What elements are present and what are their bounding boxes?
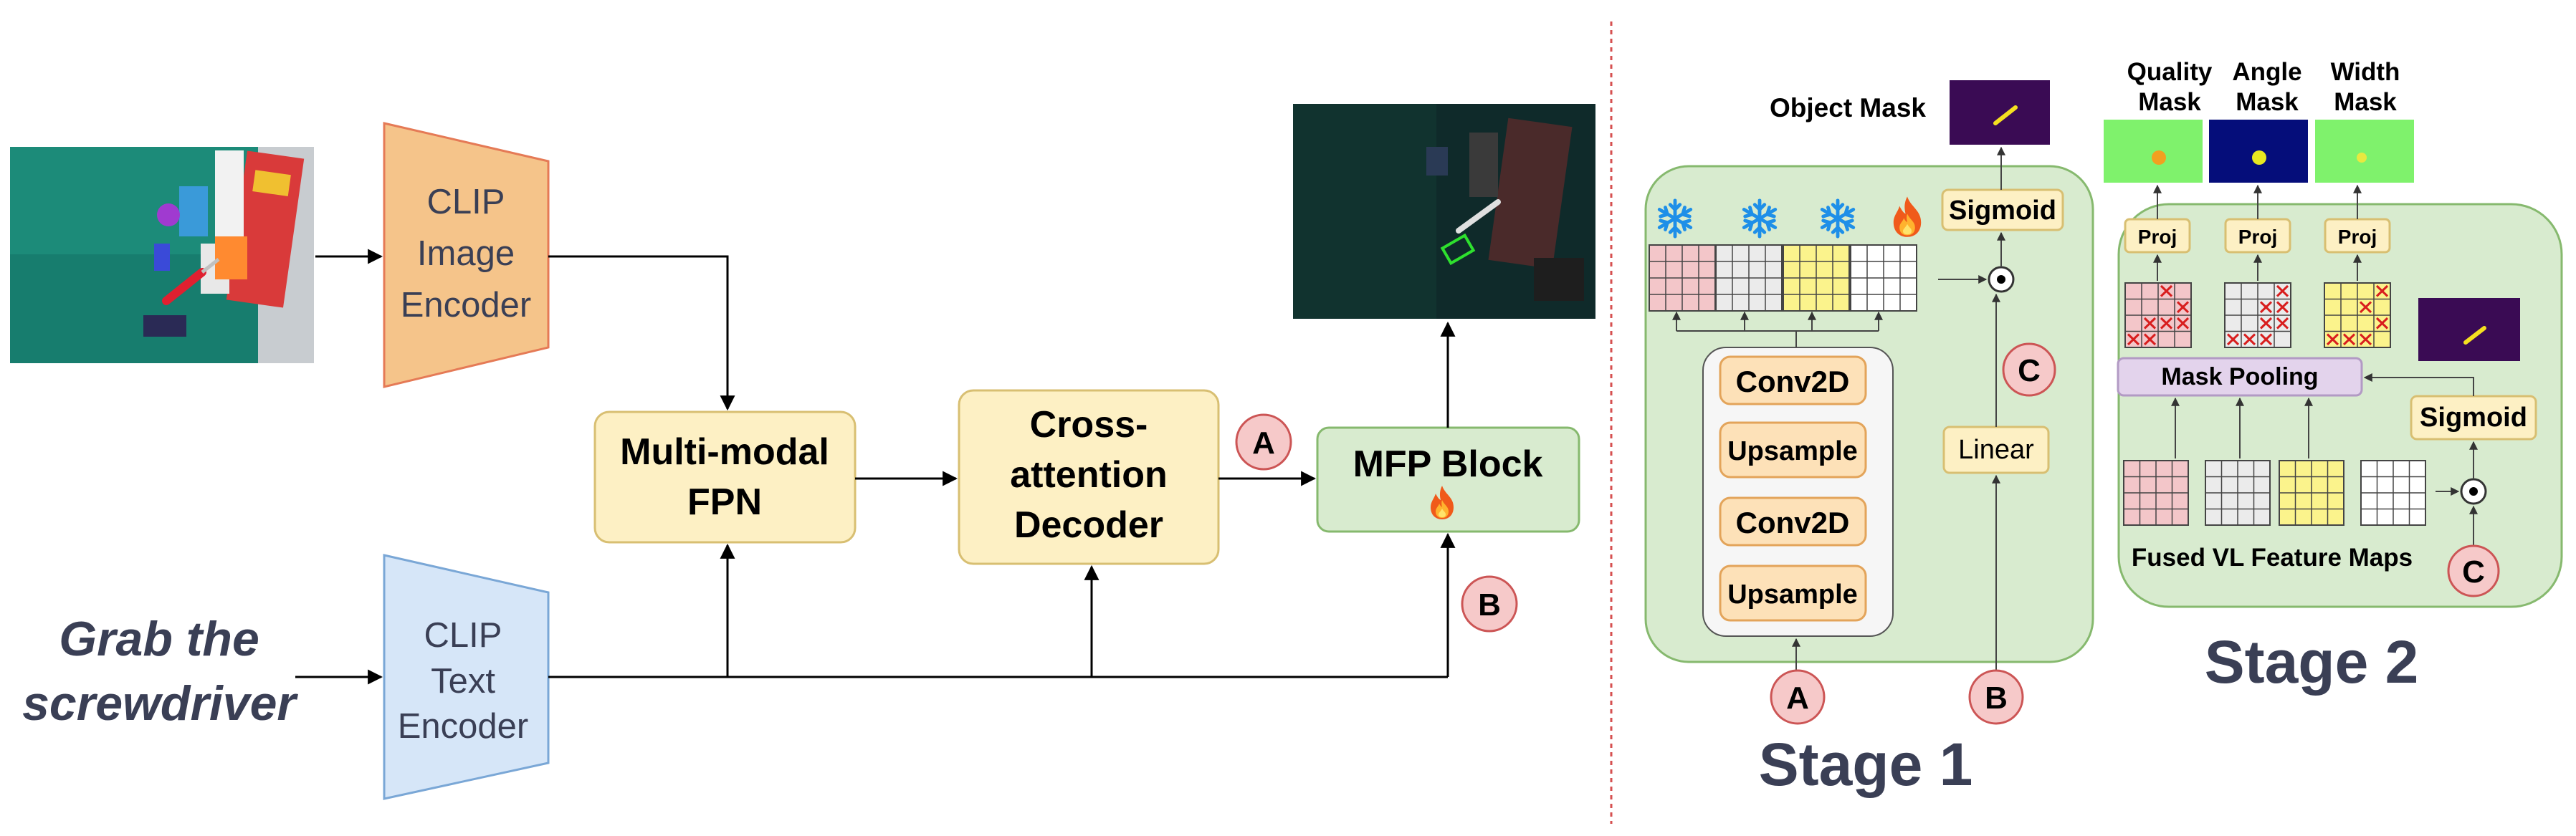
upsample-box-2 xyxy=(1719,564,1867,622)
svg-text:Proj: Proj xyxy=(2338,226,2377,248)
fused-grid-white xyxy=(2360,460,2426,526)
upsample-label-1: Upsample xyxy=(1727,436,1858,466)
left-connections xyxy=(295,249,1456,685)
svg-text:A: A xyxy=(1786,681,1809,716)
mfp-block: MFP Block xyxy=(1316,426,1580,533)
stage1-connections xyxy=(1672,146,2005,671)
svg-text:Linear: Linear xyxy=(1958,435,2034,465)
mask-pooling-box: Mask Pooling xyxy=(2117,357,2363,397)
hadamard-product-icon xyxy=(2460,478,2487,505)
pooled-grid-gray xyxy=(2224,282,2291,348)
stage1-feature-grids xyxy=(1649,244,1917,312)
feature-grid-pink xyxy=(1649,244,1716,312)
stage1-marker-c: C xyxy=(2002,342,2056,397)
cross-attention-decoder: Cross- attention Decoder xyxy=(958,389,1220,565)
stage1-title: Stage 1 xyxy=(1759,731,1973,798)
left-panel: CLIP Image Encoder CLIP Text Encoder Gra… xyxy=(10,104,1595,800)
proj-box-angle: Proj xyxy=(2224,218,2291,254)
stage1-panel: Object Mask Sigmoid Linear xyxy=(1644,80,2094,798)
fused-grid-pink xyxy=(2123,460,2189,526)
decoder-line3: Decoder xyxy=(1014,504,1163,546)
pooled-grid-pink xyxy=(2124,282,2192,348)
pooled-grid-yellow xyxy=(2324,282,2391,348)
stage1-marker-b: B xyxy=(1968,669,2024,725)
clip-text-encoder-line2: Text xyxy=(431,662,495,701)
angle-mask-line1: Angle xyxy=(2232,58,2301,86)
stage2-panel: Quality Mask Angle Mask Width Mask Proj … xyxy=(2104,58,2563,696)
clip-text-encoder: CLIP Text Encoder xyxy=(383,554,550,800)
clip-text-encoder-line1: CLIP xyxy=(424,616,502,655)
angle-mask-line2: Mask xyxy=(2236,88,2299,116)
quality-mask-line2: Mask xyxy=(2138,88,2201,116)
feature-grid-white xyxy=(1850,244,1917,312)
svg-text:Proj: Proj xyxy=(2238,226,2277,248)
quality-mask-line1: Quality xyxy=(2127,58,2213,86)
feature-grid-gray xyxy=(1715,244,1783,312)
decoder-line2: attention xyxy=(1010,454,1168,496)
svg-text:Mask Pooling: Mask Pooling xyxy=(2161,363,2318,390)
conv2d-label-2: Conv2D xyxy=(1736,506,1850,539)
svg-text:C: C xyxy=(2018,353,2041,388)
fpn-line1: Multi-modal xyxy=(620,431,829,473)
stage2-title: Stage 2 xyxy=(2205,628,2419,696)
marker-a: A xyxy=(1235,413,1292,471)
svg-text:Sigmoid: Sigmoid xyxy=(2420,403,2527,433)
clip-text-encoder-line3: Encoder xyxy=(398,707,529,746)
upsample-label-2: Upsample xyxy=(1727,580,1858,610)
mfp-label: MFP Block xyxy=(1353,443,1543,485)
stage1-conv-stack: Conv2D Upsample Conv2D Upsample xyxy=(1702,347,1894,637)
fpn-line2: FPN xyxy=(687,481,762,523)
object-mask-label: Object Mask xyxy=(1770,93,1926,122)
stage1-marker-a: A xyxy=(1770,669,1826,725)
conv2d-box-1 xyxy=(1719,355,1867,405)
clip-image-encoder-line2: Image xyxy=(417,234,515,273)
stage1-linear-box: Linear xyxy=(1942,426,2050,474)
hadamard-product-icon xyxy=(1988,266,2015,293)
clip-image-encoder-line3: Encoder xyxy=(401,286,532,325)
stage2-marker-c: C xyxy=(2447,544,2500,597)
quality-mask-image xyxy=(2104,120,2203,183)
svg-text:Proj: Proj xyxy=(2138,226,2177,248)
fused-grid-yellow xyxy=(2279,460,2344,526)
object-mask-image xyxy=(1950,80,2050,145)
stage2-connections xyxy=(2153,184,2478,547)
prompt-line1: Grab the xyxy=(59,612,259,666)
stage2-object-mask-image xyxy=(2418,298,2520,361)
stage2-feature-grids xyxy=(2123,282,2426,526)
marker-b: B xyxy=(1461,575,1518,633)
conv2d-label-1: Conv2D xyxy=(1736,365,1850,398)
scene-photo xyxy=(10,147,314,363)
proj-box-quality: Proj xyxy=(2124,218,2191,254)
stage1-sigmoid-box: Sigmoid xyxy=(1941,188,2064,231)
clip-image-encoder-line1: CLIP xyxy=(427,183,505,221)
svg-text:C: C xyxy=(2462,554,2485,590)
fused-grid-gray xyxy=(2205,460,2271,526)
prediction-photo xyxy=(1293,104,1595,319)
width-mask-image xyxy=(2315,120,2414,183)
clip-image-encoder: CLIP Image Encoder xyxy=(383,122,550,388)
feature-grid-yellow xyxy=(1783,244,1850,312)
multimodal-fpn: Multi-modal FPN xyxy=(593,410,857,544)
svg-text:B: B xyxy=(1985,681,2008,716)
prompt-line2: screwdriver xyxy=(22,676,298,731)
svg-text:Sigmoid: Sigmoid xyxy=(1949,196,2056,226)
stage2-sigmoid-box: Sigmoid xyxy=(2410,395,2537,441)
width-mask-line2: Mask xyxy=(2334,88,2397,116)
svg-text:A: A xyxy=(1252,426,1275,461)
conv2d-box-2 xyxy=(1719,496,1867,547)
angle-mask-image xyxy=(2209,120,2308,183)
decoder-line1: Cross- xyxy=(1030,404,1148,446)
svg-text:B: B xyxy=(1478,587,1501,623)
width-mask-line1: Width xyxy=(2331,58,2400,86)
proj-box-width: Proj xyxy=(2324,218,2391,254)
upsample-box-1 xyxy=(1719,421,1867,479)
fused-feature-maps-label: Fused VL Feature Maps xyxy=(2132,544,2413,572)
